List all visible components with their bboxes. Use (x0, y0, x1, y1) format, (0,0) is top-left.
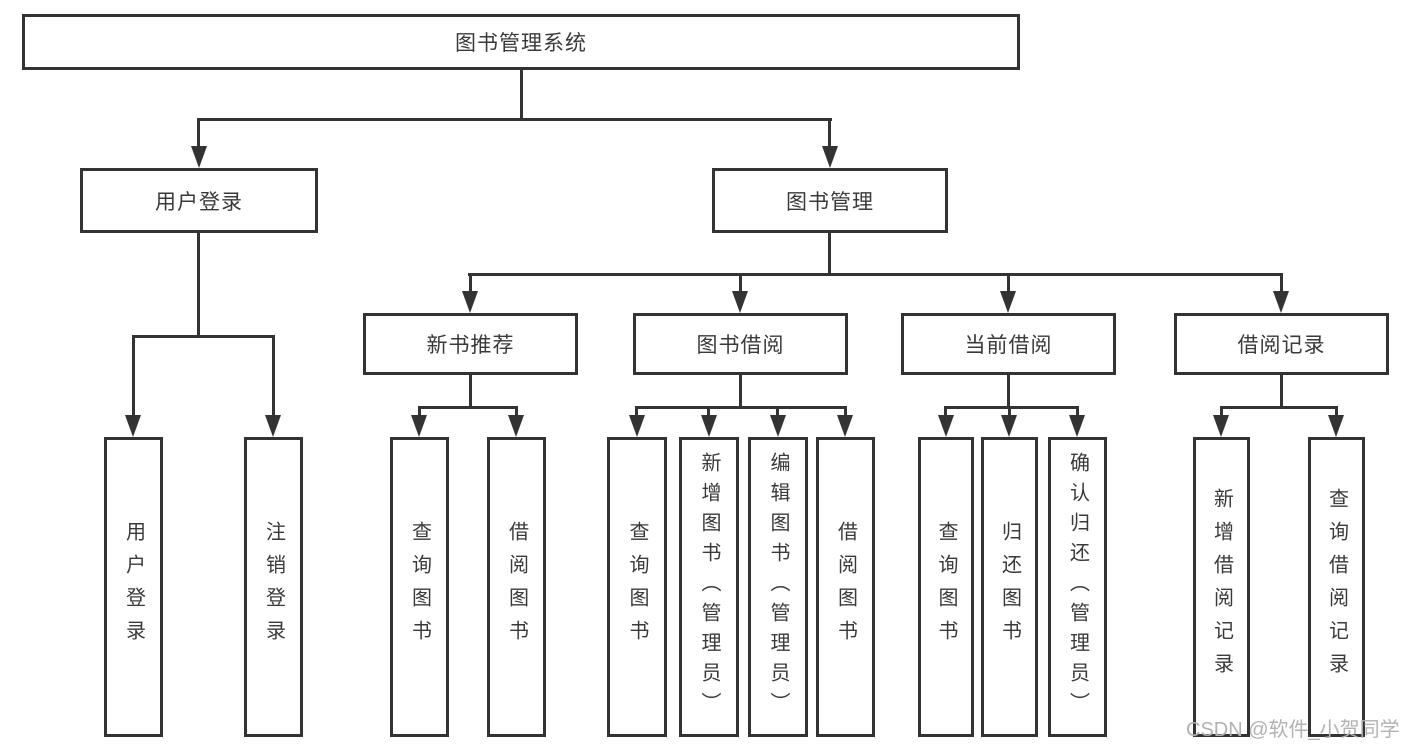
connector-line (944, 406, 947, 418)
arrow-down-icon (732, 291, 748, 313)
arrow-down-icon (411, 415, 427, 437)
connector-line (739, 375, 742, 408)
node-leaf-query-book-2: 查询图书 (607, 437, 667, 737)
node-leaf-add-book-admin: 新增图书（管理员） (679, 437, 739, 737)
node-label: 新增借阅记录 (1210, 488, 1233, 686)
connector-line (520, 70, 523, 120)
node-label: 查询图书 (626, 521, 648, 653)
connector-line (776, 406, 779, 418)
arrow-down-icon (1273, 291, 1289, 313)
arrow-down-icon (938, 415, 954, 437)
node-current-borrow: 当前借阅 (901, 313, 1116, 375)
arrow-down-icon (191, 146, 207, 168)
node-leaf-query-book-1: 查询图书 (390, 437, 449, 737)
arrow-down-icon (770, 415, 786, 437)
connector-line (1008, 406, 1011, 418)
connector-line (1220, 406, 1223, 418)
arrow-down-icon (1001, 415, 1017, 437)
node-new-book-recommend: 新书推荐 (363, 313, 578, 375)
connector-line (1007, 273, 1010, 293)
node-label: 新书推荐 (426, 334, 515, 357)
arrow-down-icon (265, 415, 281, 437)
connector-line (1335, 406, 1338, 418)
node-label: 归还图书 (998, 521, 1021, 653)
node-borrow-records: 借阅记录 (1174, 313, 1389, 375)
node-leaf-borrow-book-2: 借阅图书 (816, 437, 875, 737)
node-leaf-return-book: 归还图书 (981, 437, 1038, 737)
node-label: 注销登录 (262, 521, 285, 653)
connector-line (1280, 375, 1283, 408)
node-label: 用户登录 (122, 521, 145, 653)
node-label: 图书借阅 (696, 334, 785, 357)
node-label: 借阅图书 (834, 521, 857, 653)
node-user-login: 用户登录 (80, 168, 318, 233)
node-library-management-system: 图书管理系统 (22, 14, 1020, 70)
node-label: 查询图书 (935, 521, 957, 653)
connector-line (1076, 406, 1079, 418)
connector-line (469, 375, 472, 408)
connector-line (469, 273, 472, 293)
node-label: 图书管理 (786, 190, 874, 214)
arrow-down-icon (125, 415, 141, 437)
node-book-borrow: 图书借阅 (633, 313, 848, 375)
connector-line (418, 406, 518, 409)
node-leaf-edit-book-admin: 编辑图书（管理员） (748, 437, 808, 737)
connector-line (707, 406, 710, 418)
connector-line (197, 118, 200, 148)
node-leaf-add-borrow-record: 新增借阅记录 (1193, 437, 1250, 737)
connector-line (132, 335, 275, 338)
connector-line (515, 406, 518, 418)
node-leaf-borrow-book-1: 借阅图书 (487, 437, 546, 737)
connector-line (197, 118, 832, 121)
arrow-down-icon (1000, 291, 1016, 313)
arrow-down-icon (1069, 415, 1085, 437)
node-leaf-query-borrow-record: 查询借阅记录 (1308, 437, 1365, 737)
connector-line (272, 335, 275, 417)
connector-line (635, 406, 638, 418)
arrow-down-icon (1213, 415, 1229, 437)
connector-line (1280, 273, 1283, 293)
node-label: 查询借阅记录 (1325, 488, 1348, 686)
connector-line (739, 273, 742, 293)
arrow-down-icon (1328, 415, 1344, 437)
node-label: 借阅记录 (1237, 334, 1326, 357)
node-label: 用户登录 (155, 190, 243, 214)
connector-line (844, 406, 847, 418)
arrow-down-icon (701, 415, 717, 437)
connector-line (197, 233, 200, 337)
arrow-down-icon (837, 415, 853, 437)
connector-line (944, 406, 1079, 409)
arrow-down-icon (462, 291, 478, 313)
connector-line (132, 335, 135, 417)
node-leaf-user-login: 用户登录 (104, 437, 163, 737)
arrow-down-icon (629, 415, 645, 437)
node-label: 当前借阅 (964, 334, 1053, 357)
node-label: 查询图书 (408, 521, 431, 653)
connector-line (635, 406, 847, 409)
connector-line (468, 273, 1283, 276)
connector-line (1007, 375, 1010, 408)
node-label: 新增图书（管理员） (698, 452, 720, 722)
node-leaf-query-book-3: 查询图书 (918, 437, 974, 737)
watermark: CSDN @软件_小贺同学 (1186, 719, 1400, 741)
node-leaf-logout: 注销登录 (244, 437, 303, 737)
node-leaf-confirm-return-admin: 确认归还（管理员） (1048, 437, 1107, 737)
arrow-down-icon (822, 146, 838, 168)
arrow-down-icon (508, 415, 524, 437)
node-label: 图书管理系统 (455, 32, 587, 55)
connector-line (828, 233, 831, 275)
node-label: 编辑图书（管理员） (767, 452, 789, 722)
node-label: 借阅图书 (505, 521, 528, 653)
node-book-management: 图书管理 (712, 168, 948, 233)
node-label: 确认归还（管理员） (1066, 452, 1089, 722)
connector-line (1220, 406, 1338, 409)
connector-line (418, 406, 421, 418)
connector-line (828, 118, 831, 148)
